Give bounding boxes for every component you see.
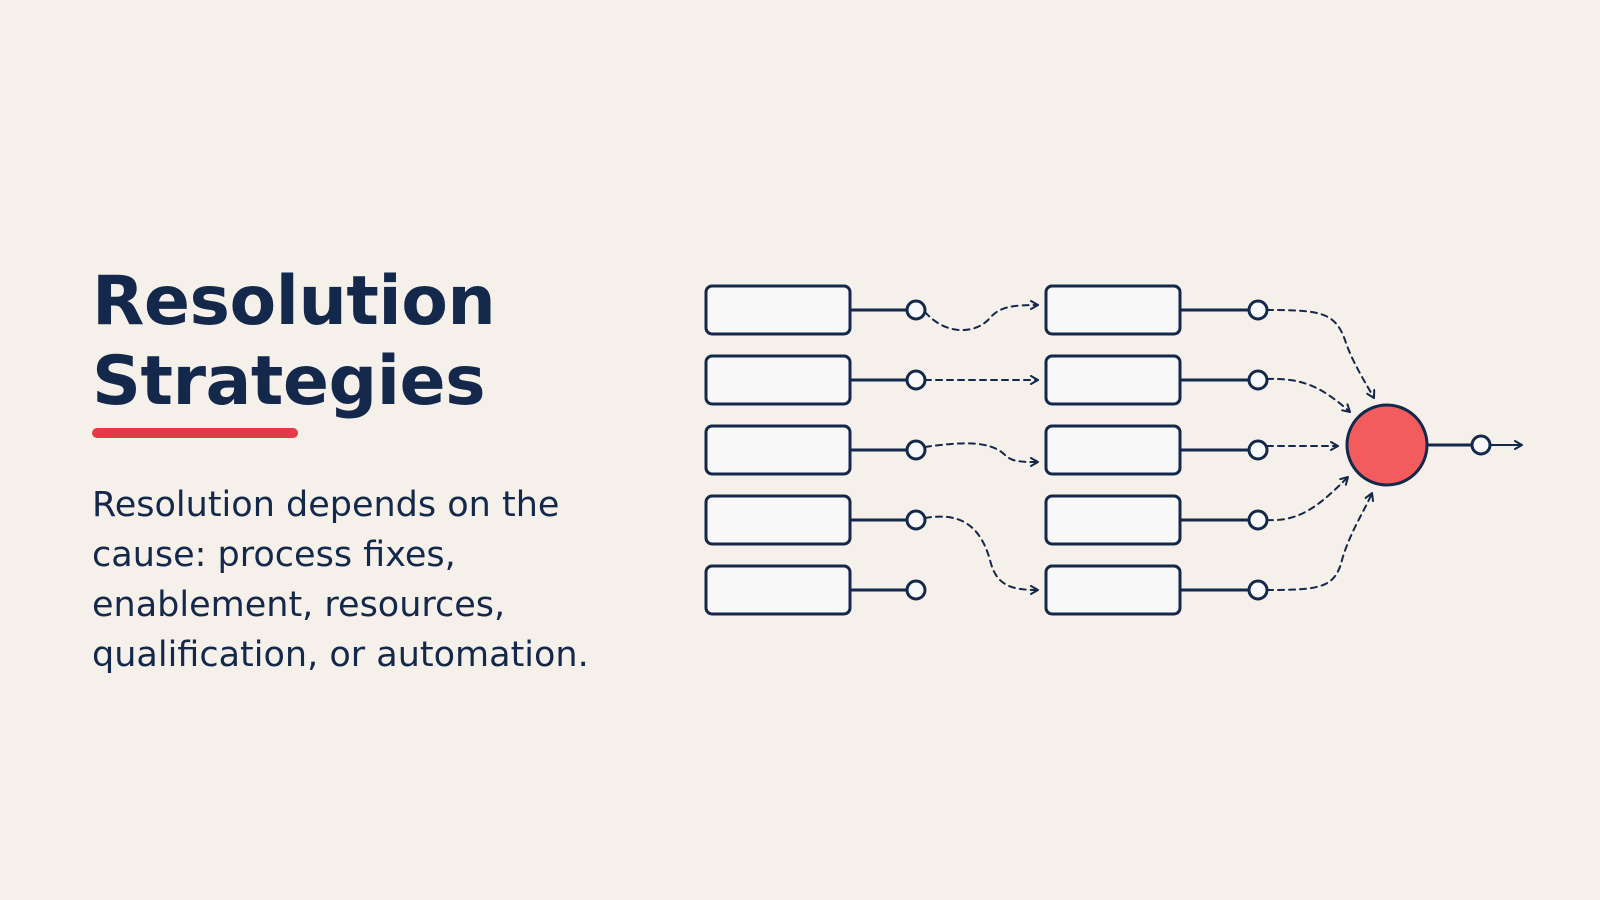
middle-box-2 xyxy=(1044,354,1182,406)
link-mid1-hub xyxy=(1266,309,1376,399)
title-underline xyxy=(92,428,298,438)
slide-title: Resolution Strategies xyxy=(92,262,632,422)
middle-port-1 xyxy=(1247,299,1269,321)
left-box-3 xyxy=(704,424,852,476)
hub-node xyxy=(1345,403,1429,487)
middle-box-3 xyxy=(1044,424,1182,476)
middle-to-hub-links xyxy=(1266,309,1376,591)
middle-port-4 xyxy=(1247,509,1269,531)
hub-group xyxy=(1345,403,1523,487)
left-to-middle-links xyxy=(924,300,1039,595)
hub-output-port xyxy=(1470,434,1492,456)
middle-box-5 xyxy=(1044,564,1182,616)
link-left1-mid1 xyxy=(924,300,1039,331)
link-left3-mid3 xyxy=(924,442,1039,467)
left-port-3 xyxy=(905,439,927,461)
middle-port-2 xyxy=(1247,369,1269,391)
left-column xyxy=(704,284,927,616)
title-line-1: Resolution xyxy=(92,262,496,341)
left-port-5 xyxy=(905,579,927,601)
slide-body-text: Resolution depends on the cause: process… xyxy=(92,485,589,675)
middle-box-1 xyxy=(1044,284,1182,336)
middle-port-5 xyxy=(1247,579,1269,601)
link-mid5-hub xyxy=(1266,492,1375,591)
left-box-1 xyxy=(704,284,852,336)
middle-column xyxy=(1044,284,1269,616)
link-left4-mid5 xyxy=(924,515,1039,595)
left-port-1 xyxy=(905,299,927,321)
middle-port-3 xyxy=(1247,439,1269,461)
left-box-5 xyxy=(704,564,852,616)
link-mid2-hub xyxy=(1266,377,1351,413)
text-block: Resolution Strategies Resolution depends… xyxy=(92,262,632,680)
left-box-2 xyxy=(704,354,852,406)
left-port-4 xyxy=(905,509,927,531)
left-port-2 xyxy=(905,369,927,391)
middle-box-4 xyxy=(1044,494,1182,546)
link-mid4-hub xyxy=(1266,476,1349,522)
left-box-4 xyxy=(704,494,852,546)
title-line-2: Strategies xyxy=(92,342,486,421)
